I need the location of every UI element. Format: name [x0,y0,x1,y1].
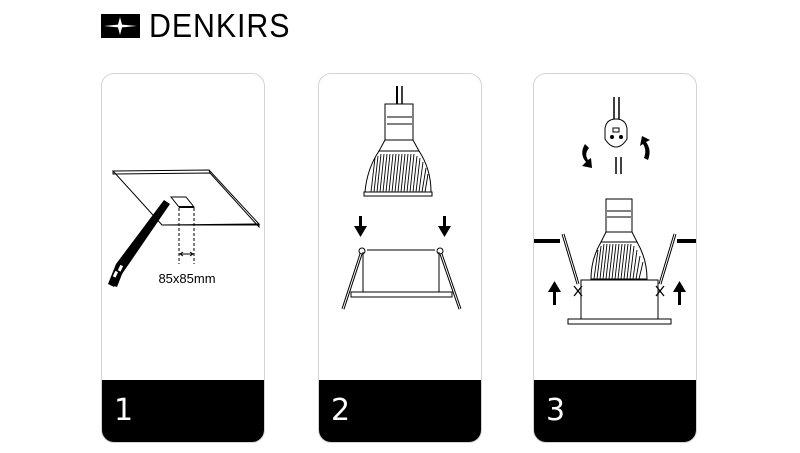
step-number: 2 [331,393,351,428]
rotate-cw-icon [640,136,650,160]
star-flare-icon [101,14,140,38]
step-number: 3 [546,393,566,428]
ceiling-cutout-saw-icon: 85x85mm [108,169,261,287]
down-arrow-icon [438,216,451,237]
up-arrow-icon [548,281,561,305]
step-panel-3: 3 [533,73,697,443]
step-footer-2: 2 [319,380,481,442]
up-arrow-icon [673,281,686,305]
brand-logo: DENKIRS [101,7,303,44]
step-number: 1 [114,393,134,428]
step-footer-3: 3 [534,380,696,442]
cutout-dimension-label: 85x85mm [158,271,215,286]
insert-bulb-into-frame-icon [341,86,462,310]
rotate-ccw-icon [582,144,592,168]
step-panel-1: 85x85mm 1 [101,73,265,443]
down-arrow-icon [354,216,367,237]
step-footer-1: 1 [102,380,264,442]
brand-name: DENKIRS [149,7,291,44]
install-fixture-in-ceiling-icon [534,97,696,325]
step-panel-2: 2 [318,73,482,443]
